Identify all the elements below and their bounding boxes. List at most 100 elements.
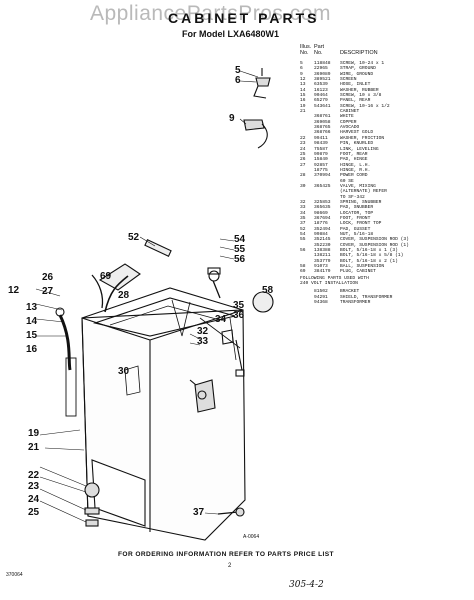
table-row: 60 SE [300, 179, 470, 184]
cell-no: 6 [300, 66, 303, 72]
callout-24: 24 [28, 494, 40, 505]
cell-desc: PIN, KNURLED [340, 141, 374, 147]
callout-54: 54 [234, 234, 246, 245]
callout-27: 27 [42, 286, 54, 297]
cell-no: 58 [300, 264, 306, 270]
cell-desc: COPPER [340, 119, 357, 125]
cell-pn: 370994 [314, 173, 331, 179]
cell-desc: 60 SE [340, 178, 354, 184]
cell-desc: SPRING, SNUBBER [340, 199, 382, 205]
cell-no: 25 [300, 151, 306, 157]
cell-desc: HINGE, R.H. [340, 167, 371, 173]
cell-pn: 16123 [314, 87, 328, 93]
cell-desc: TO SF-342 [340, 194, 365, 200]
cell-pn: 138388 [314, 248, 331, 254]
cell-desc: SCREEN [340, 77, 357, 83]
cell-desc: PAD, GUSSET [340, 226, 371, 232]
callout-16: 16 [26, 344, 38, 355]
cell-pn: 543641 [314, 103, 331, 109]
cell-desc: VALVE, MIXING [340, 183, 376, 189]
cell-desc: AVOCADO [340, 125, 360, 131]
cell-desc: BALL, SUSPENSION [340, 264, 385, 270]
cell-desc: PANEL, REAR [340, 98, 371, 104]
cell-desc: STRAP, GROUND [340, 66, 376, 72]
table-row: 19 543641 SCREW, 10-16 x 1/2 [300, 104, 470, 109]
cell-no: 69 [300, 269, 306, 275]
diagram-code: A-0064 [243, 534, 260, 540]
callout-26: 26 [42, 272, 54, 283]
footer-note: FOR ORDERING INFORMATION REFER TO PARTS … [118, 551, 334, 558]
cell-no: 19 [300, 103, 306, 109]
table-row: 14 16123 WASHER, RUBBER [300, 88, 470, 93]
cell-pn: 75587 [314, 146, 328, 152]
cell-pn: 22965 [314, 66, 328, 72]
cell-desc: PAD, HINGE [340, 157, 368, 163]
callout-34: 34 [215, 314, 227, 325]
following-title: FOLLOWING PARTS USED WITH [300, 275, 369, 281]
cell-no: 12 [300, 77, 306, 83]
callout-22: 22 [28, 470, 40, 481]
table-row: 94368 TRANSFORMER [300, 300, 470, 305]
cell-pn: 92857 [314, 162, 328, 168]
cell-desc: PAD, SNUBBER [340, 205, 374, 211]
callout-21: 21 [28, 442, 40, 453]
cell-no: 26 [300, 157, 306, 163]
col-desc-header: DESCRIPTION [340, 50, 378, 56]
cell-no: 33 [300, 205, 306, 211]
cell-no: 9 [300, 71, 303, 77]
cell-desc: BOLT, 5/16-18 x 1 (3) [340, 248, 398, 254]
cell-no: 32 [300, 199, 306, 205]
col-part-header: Part No. [314, 44, 325, 56]
cell-pn: 352230 [314, 242, 331, 248]
cell-pn: 369058 [314, 119, 331, 125]
cell-desc: SCREW, 10-16 x 1/2 [340, 103, 390, 109]
cell-desc: TRANSFORMER [340, 300, 371, 306]
cell-desc: WASHER, RUBBER [340, 87, 379, 93]
cell-pn: 94368 [314, 300, 328, 306]
cell-no: 52 [300, 226, 306, 232]
cell-no: 35 [300, 215, 306, 221]
callout-28: 28 [118, 290, 130, 301]
cell-no: 5 [300, 61, 303, 66]
callout-25: 25 [28, 507, 40, 518]
cell-pn: 352145 [314, 237, 331, 243]
cell-no [300, 300, 314, 305]
cell-desc: WHITE [340, 114, 354, 120]
cell-pn: 98439 [314, 141, 328, 147]
exploded-diagram [35, 68, 274, 541]
callout-12: 12 [8, 285, 20, 296]
cell-no: 15 [300, 93, 306, 99]
callout-33: 33 [197, 336, 209, 347]
cell-pn: 18775 [314, 167, 328, 173]
callout-30: 30 [118, 366, 130, 377]
cell-no: 14 [300, 87, 306, 93]
cell-desc: SHIELD, TRANSFORMER [340, 294, 393, 300]
table-row: TO SF-342 [300, 195, 470, 200]
cell-pn: 98669 [314, 210, 328, 216]
cell-pn: 368766 [314, 130, 331, 136]
cell-desc: BRACKET [340, 289, 360, 295]
cell-desc: HOSE, INLET [340, 82, 371, 88]
callout-36: 36 [233, 310, 245, 321]
cell-pn: 369089 [314, 71, 331, 77]
cell-pn: 353779 [314, 258, 331, 264]
cell-pn: 91073 [314, 264, 328, 270]
following-subtitle: 240 VOLT INSTALLATION [300, 281, 358, 287]
cell-pn: 367694 [314, 215, 331, 221]
cell-desc: COVER, SUSPENSION ROD (1) [340, 242, 409, 248]
callout-56: 56 [234, 254, 246, 265]
col-ill-header: Illus. No. [300, 44, 312, 56]
callout-6: 6 [235, 75, 241, 86]
